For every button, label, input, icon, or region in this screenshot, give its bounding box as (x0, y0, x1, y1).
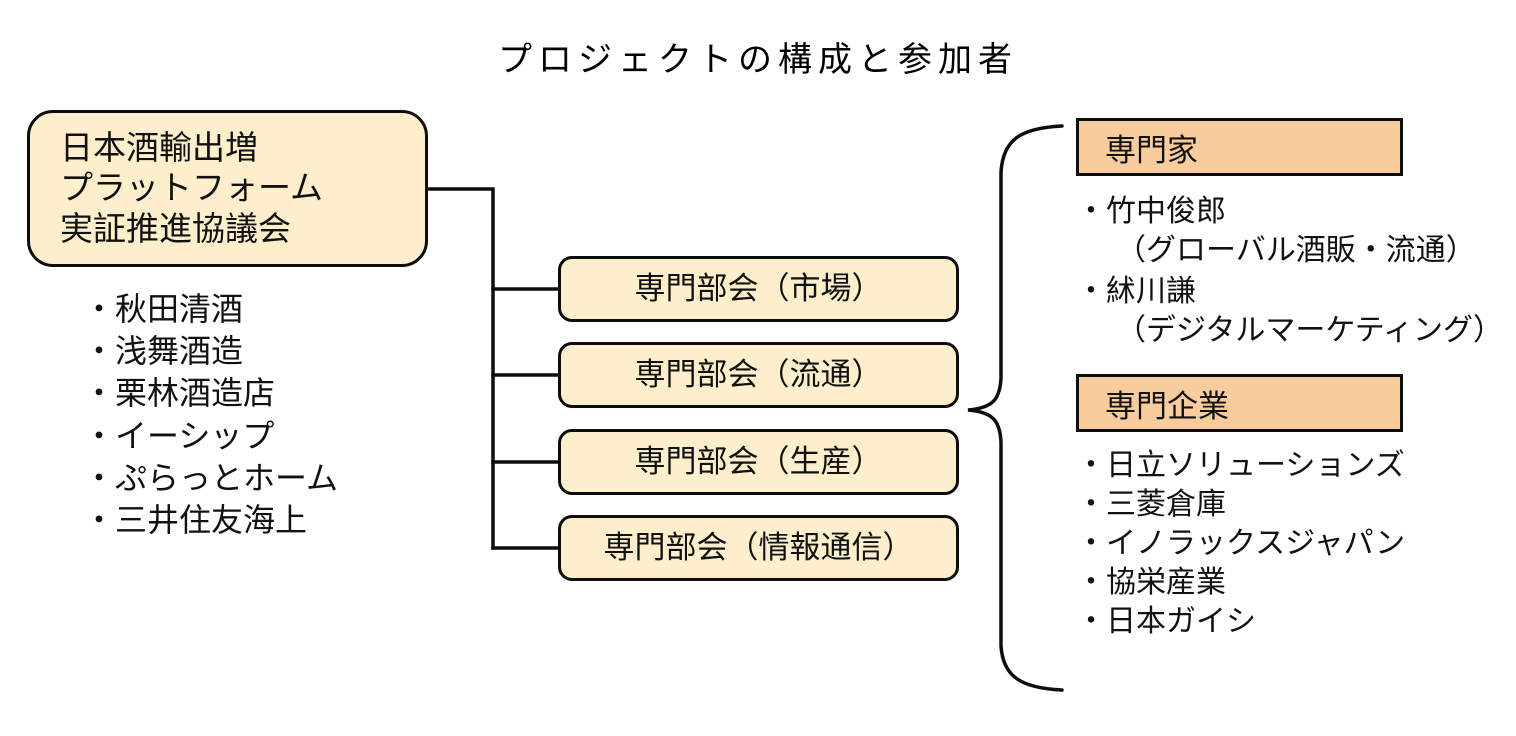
member-list: ・秋田清酒 ・浅舞酒造 ・栗林酒造店 ・イーシップ ・ぷらっとホーム ・三井住友… (83, 288, 338, 541)
expert-name: ・竹中俊郎 (1076, 195, 1226, 228)
expert-name: ・絉川謙 (1076, 275, 1196, 308)
list-item: ・ぷらっとホーム (83, 459, 339, 496)
committee-box-market[interactable]: 専門部会（市場） (558, 256, 959, 322)
list-item: ・日本ガイシ (1076, 605, 1256, 638)
experts-list: ・竹中俊郎 （グローバル酒販・流通） ・絉川謙 （デジタルマーケティング） (1076, 192, 1506, 350)
committee-box-distribution[interactable]: 専門部会（流通） (558, 342, 959, 408)
companies-section-header: 専門企業 (1076, 374, 1403, 432)
right-column: 専門家 ・竹中俊郎 （グローバル酒販・流通） ・絉川謙 （デジタルマーケティング… (1076, 118, 1506, 641)
page-title: プロジェクトの構成と参加者 (498, 42, 1018, 79)
main-organization-box[interactable]: 日本酒輸出増 プラットフォーム 実証推進協議会 (27, 110, 428, 267)
list-item: ・浅舞酒造 (83, 333, 244, 370)
list-item: ・三井住友海上 (83, 502, 308, 539)
list-item: ・協栄産業 (1076, 566, 1226, 599)
experts-section-header: 専門家 (1076, 118, 1403, 176)
list-item: ・三菱倉庫 (1076, 488, 1226, 521)
list-item: ・イノラックスジャパン (1076, 527, 1406, 560)
list-item: ・日立ソリューションズ (1076, 449, 1405, 482)
list-item: ・秋田清酒 (83, 291, 244, 327)
committee-box-ict[interactable]: 専門部会（情報通信） (558, 515, 959, 581)
list-item: ・竹中俊郎 （グローバル酒販・流通） (1076, 192, 1506, 270)
expert-detail: （グローバル酒販・流通） (1116, 234, 1476, 267)
companies-list: ・日立ソリューションズ ・三菱倉庫 ・イノラックスジャパン ・協栄産業 ・日本ガ… (1076, 446, 1506, 641)
committee-box-production[interactable]: 専門部会（生産） (558, 429, 959, 495)
expert-detail: （デジタルマーケティング） (1116, 314, 1503, 347)
list-item: ・絉川謙 （デジタルマーケティング） (1076, 272, 1506, 350)
list-item: ・栗林酒造店 (83, 375, 276, 412)
list-item: ・イーシップ (83, 417, 275, 454)
